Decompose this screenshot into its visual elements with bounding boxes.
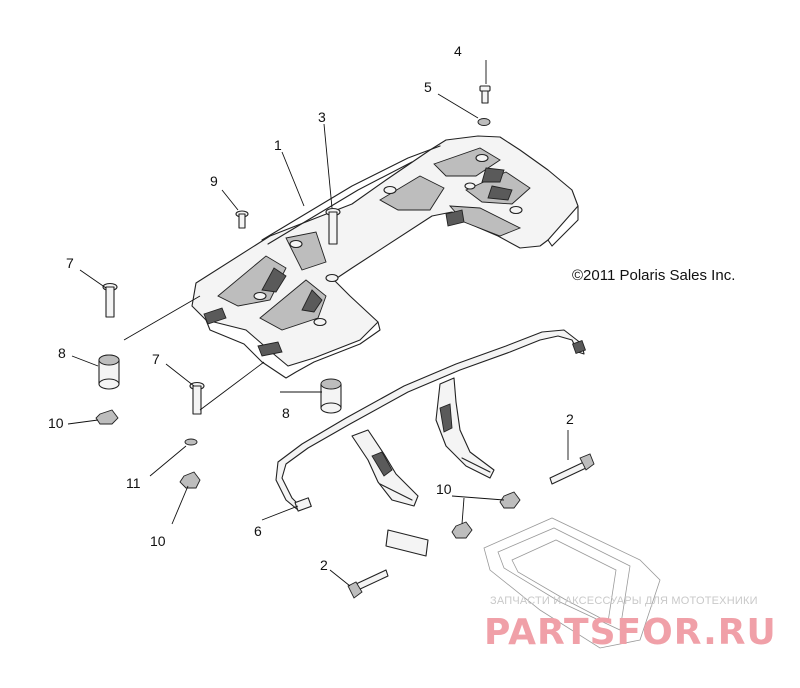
callout-7-upper: 7 [66,255,74,271]
callout-2-upper: 2 [566,411,574,427]
vehicle-bed-outline [483,517,661,649]
callout-5: 5 [424,79,432,95]
callout-8-right: 8 [282,405,290,421]
callout-2-lower: 2 [320,557,328,573]
nut-10-lower [179,471,201,489]
rack-frame [275,329,586,512]
washer-11 [184,438,198,446]
callout-10-lower: 10 [150,533,166,549]
bolt-2-upper [549,453,595,485]
leader-lines [67,60,569,587]
bolt-3 [325,207,341,245]
callout-10-right: 10 [436,481,452,497]
bolt-9 [235,210,249,229]
reinforcement-plate [385,529,429,557]
watermark-caption: ЗАПЧАСТИ И АКСЕССУАРЫ ДЛЯ МОТОТЕХНИКИ [490,595,758,607]
callout-8-left: 8 [58,345,66,361]
callout-4: 4 [454,43,462,59]
nut-10-right [451,491,521,539]
spacer-8-right [320,378,342,414]
spacer-8-left [98,354,120,390]
bolt-7-lower [189,381,205,415]
washer-5 [477,118,491,126]
bolt-2-lower [347,569,389,599]
nut-10-left [95,409,119,425]
bolt-7-upper [102,282,118,318]
rear-rack [191,135,579,379]
watermark-brand: PARTSFOR.RU [484,612,777,653]
callout-9: 9 [210,173,218,189]
callout-1: 1 [274,137,282,153]
callout-10-left: 10 [48,415,64,431]
copyright-notice: ©2011 Polaris Sales Inc. [572,267,735,284]
callout-3: 3 [318,109,326,125]
callout-6: 6 [254,523,262,539]
bolt-4 [479,85,491,104]
callout-7-lower: 7 [152,351,160,367]
callout-11: 11 [126,475,141,491]
